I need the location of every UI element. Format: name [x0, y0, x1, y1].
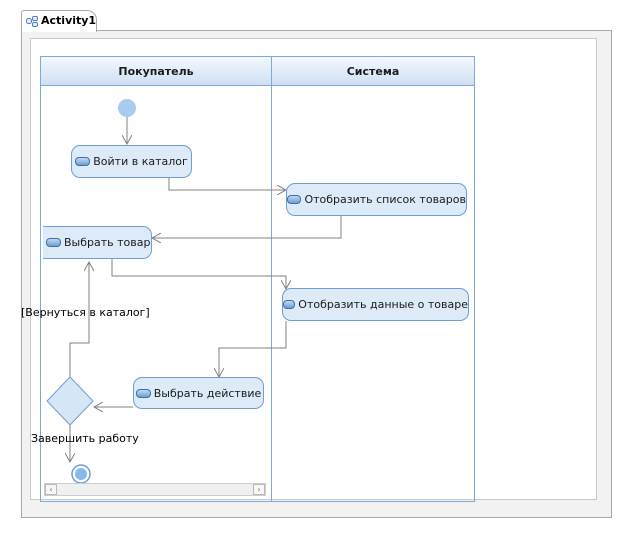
lane-header-system: Система — [272, 57, 474, 86]
action-icon — [75, 157, 91, 166]
action-show-details[interactable]: Отобразить данные о товаре — [282, 288, 469, 321]
decision-node — [46, 376, 94, 426]
action-icon — [135, 388, 151, 398]
guard-back-label: [Вернуться в каталог] — [21, 306, 150, 319]
action-icon — [283, 300, 296, 309]
action-login[interactable]: Войти в каталог — [71, 145, 192, 178]
scroll-right-icon[interactable]: › — [253, 484, 265, 495]
flow-details-to-action — [219, 321, 287, 377]
lane-buyer[interactable]: Покупатель — [40, 56, 272, 502]
flow-choose-to-details — [111, 259, 286, 289]
guard-finish-label: Завершить работу — [31, 432, 139, 445]
flow-decision-back — [69, 262, 89, 378]
final-node-inner — [75, 468, 87, 480]
lane-system[interactable]: Система — [271, 56, 475, 502]
horizontal-scrollbar[interactable]: ‹ › — [44, 483, 266, 496]
lane-header-buyer: Покупатель — [41, 57, 271, 86]
initial-node — [118, 99, 136, 117]
diagram-tab[interactable]: Activity1 — [21, 10, 97, 32]
flow-login-to-list — [168, 177, 286, 190]
action-choose-action[interactable]: Выбрать действие — [133, 377, 264, 409]
action-icon — [287, 195, 302, 204]
action-choose-item[interactable]: Выбрать товар — [43, 226, 152, 259]
diagram-title: Activity1 — [41, 14, 97, 27]
action-icon — [46, 238, 61, 247]
activity-diagram-icon — [26, 16, 38, 27]
flow-list-to-choose — [152, 216, 342, 238]
scroll-left-icon[interactable]: ‹ — [45, 484, 57, 495]
action-show-list[interactable]: Отобразить список товаров — [286, 183, 467, 216]
